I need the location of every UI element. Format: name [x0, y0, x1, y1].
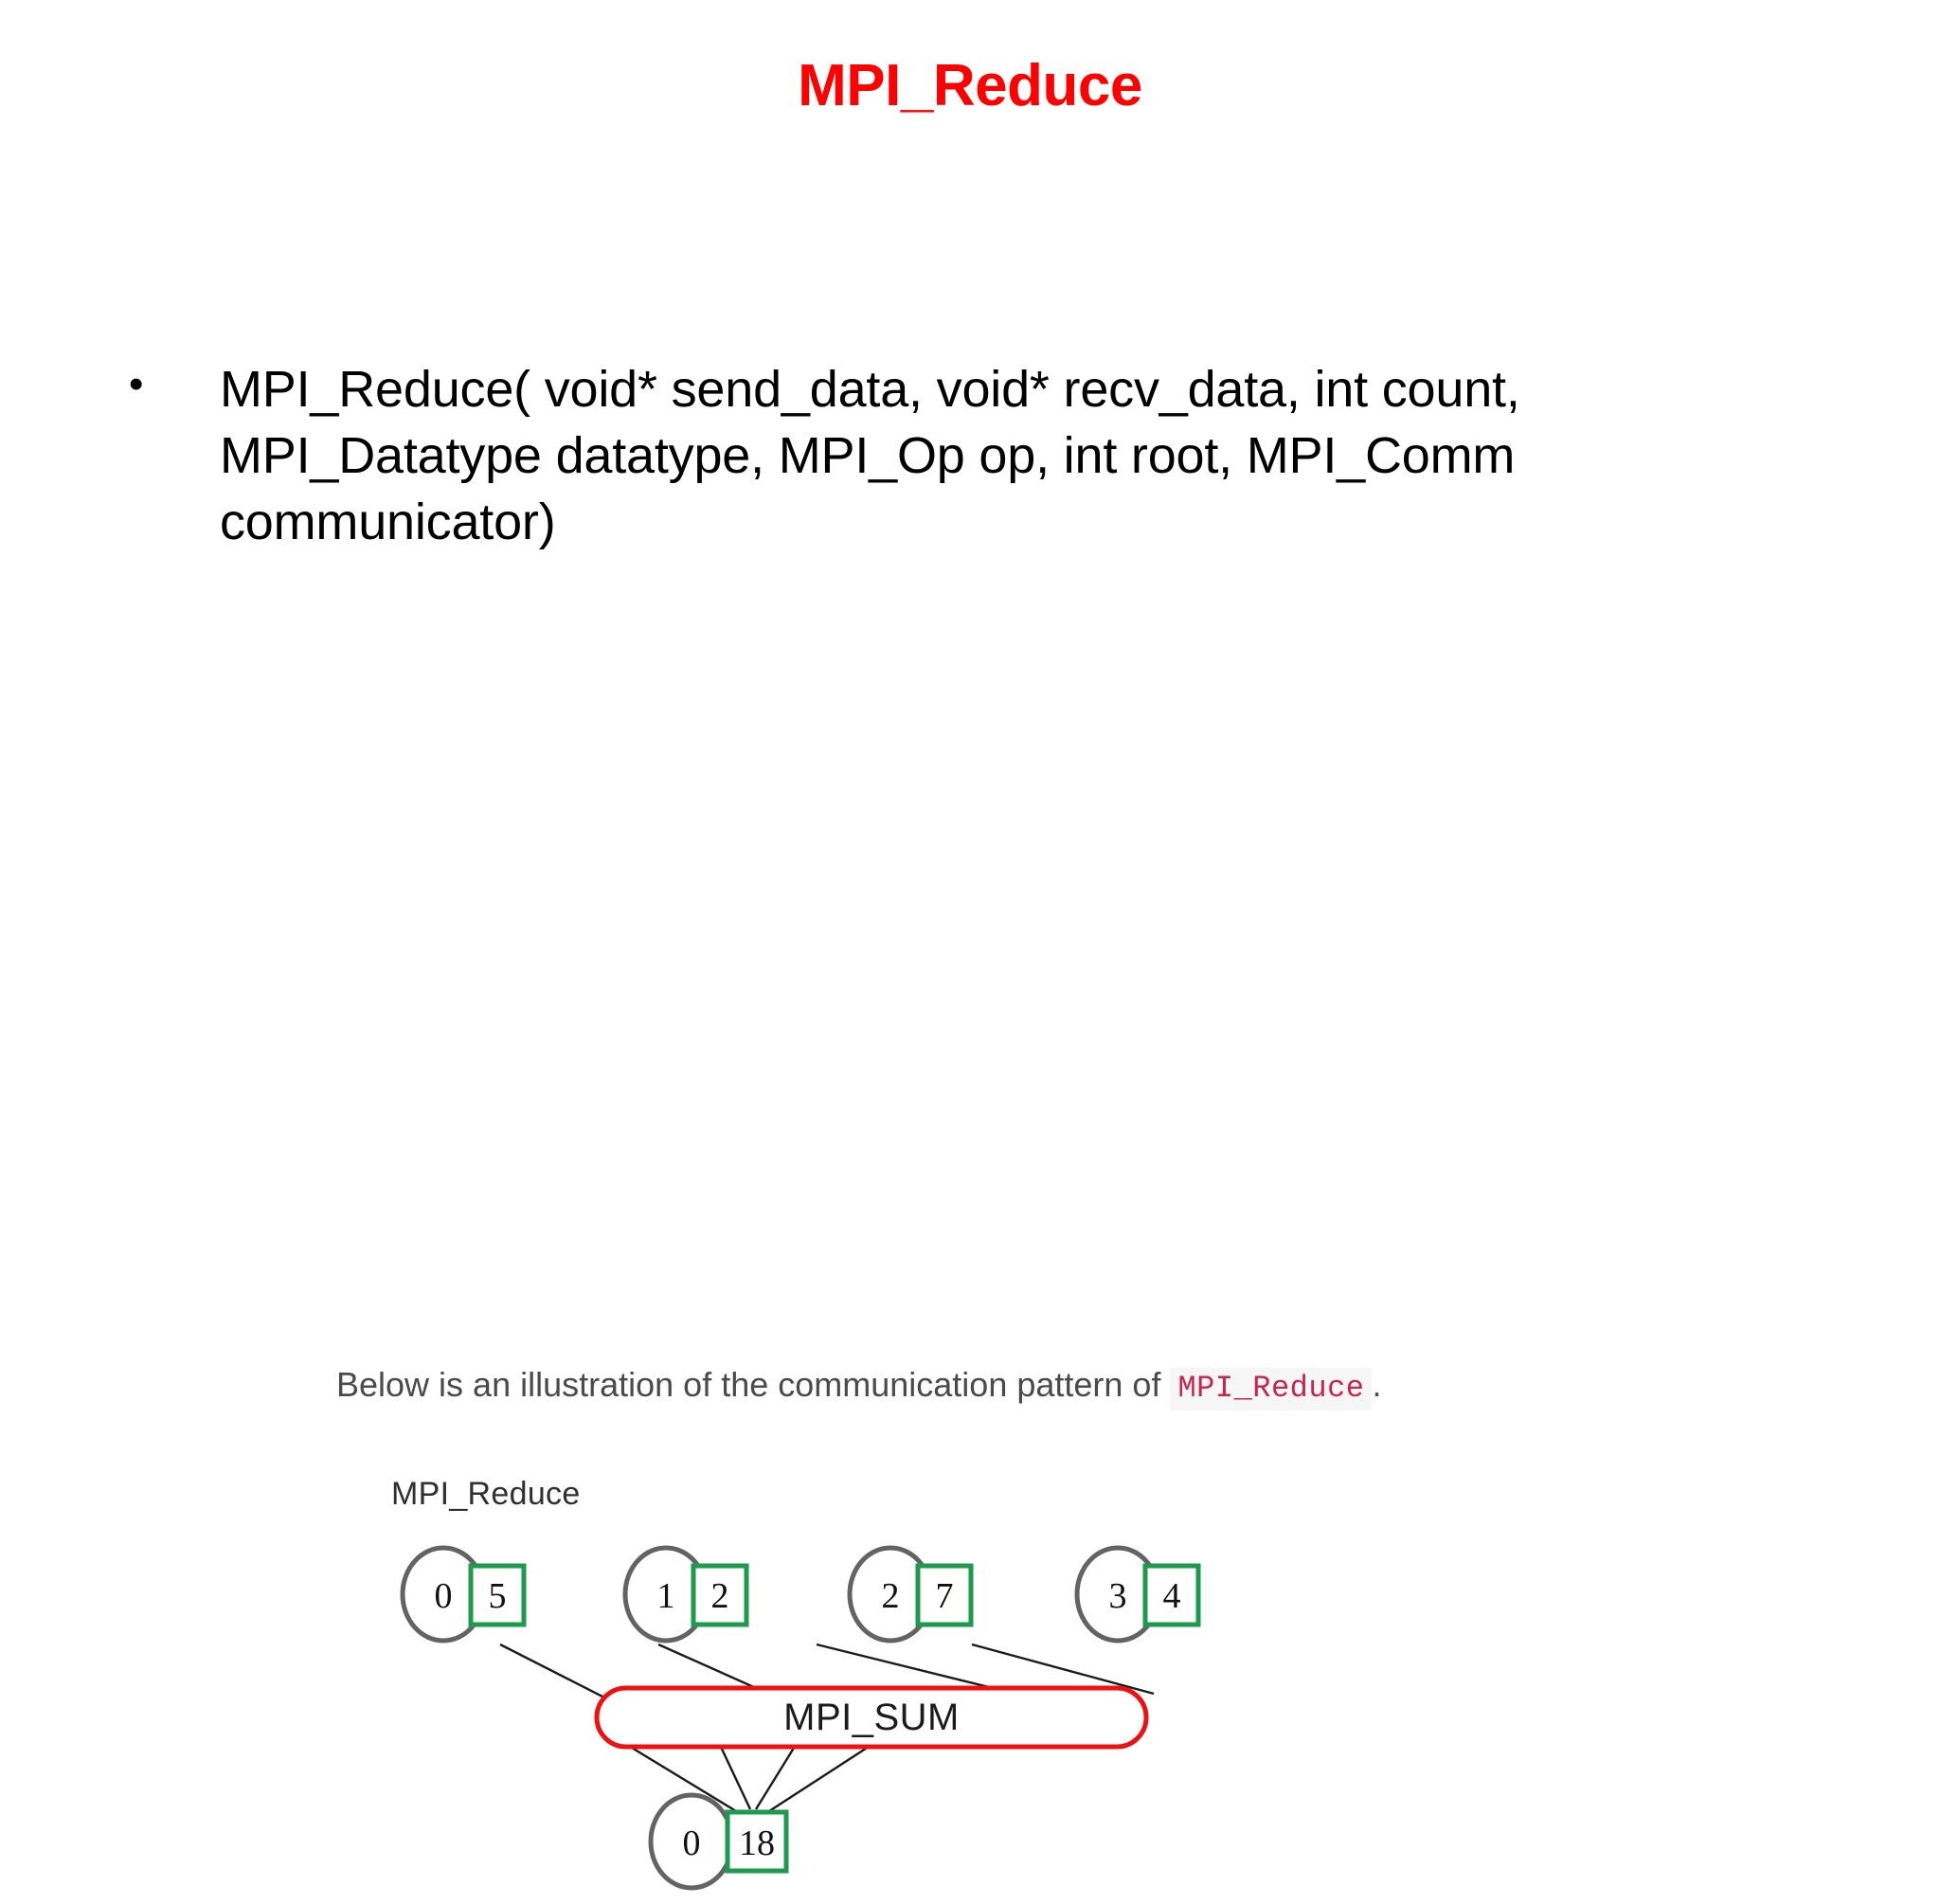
figure-container: Below is an illustration of the communic…: [0, 663, 1940, 1891]
value-box-1-label: 2: [711, 1576, 729, 1616]
bullet-list: • MPI_Reduce( void* send_data, void* rec…: [129, 356, 1682, 555]
value-box-2-label: 7: [936, 1576, 954, 1616]
edge-op-to-root-4: [768, 1743, 872, 1813]
value-box-0-label: 5: [489, 1576, 507, 1616]
edge-rank0-to-op: [499, 1643, 605, 1699]
reduce-diagram: 0 5 1 2 2 7 3 4: [379, 1525, 1326, 1904]
figure-caption-lead: Below is an illustration of the communic…: [336, 1365, 1171, 1404]
operation-label: MPI_SUM: [783, 1697, 960, 1738]
rank-circle-3-label: 3: [1109, 1576, 1127, 1616]
bullet-marker-icon: •: [129, 361, 144, 407]
rank-circle-2-label: 2: [882, 1576, 900, 1616]
node-rank-0: 0 5: [400, 1545, 527, 1644]
edge-group-op-to-root: [626, 1743, 872, 1816]
page-title: MPI_Reduce: [798, 53, 1142, 118]
node-root-receiver: 0 18: [648, 1792, 789, 1891]
value-box-3-label: 4: [1163, 1576, 1181, 1616]
node-rank-3: 3 4: [1074, 1545, 1201, 1644]
edge-op-to-root-3: [754, 1744, 798, 1810]
edge-rank2-to-op: [816, 1643, 994, 1690]
node-rank-1: 1 2: [622, 1545, 749, 1644]
figure-caption-trailing: .: [1372, 1365, 1382, 1404]
rank-circle-1-label: 1: [657, 1576, 675, 1616]
node-rank-2: 2 7: [847, 1545, 974, 1644]
root-value-box-label: 18: [739, 1823, 775, 1863]
inline-code-mpi-reduce: MPI_Reduce: [1170, 1368, 1373, 1410]
rank-circle-0-label: 0: [435, 1576, 453, 1616]
edge-rank1-to-op: [657, 1643, 757, 1690]
operation-node-mpi-sum: MPI_SUM: [594, 1685, 1149, 1750]
edge-op-to-root-2: [718, 1744, 752, 1810]
root-circle-label: 0: [683, 1823, 701, 1863]
bullet-item-signature: MPI_Reduce( void* send_data, void* recv_…: [220, 361, 1535, 550]
figure-caption: Below is an illustration of the communic…: [336, 1364, 1710, 1410]
diagram-title-label: MPI_Reduce: [391, 1476, 581, 1512]
